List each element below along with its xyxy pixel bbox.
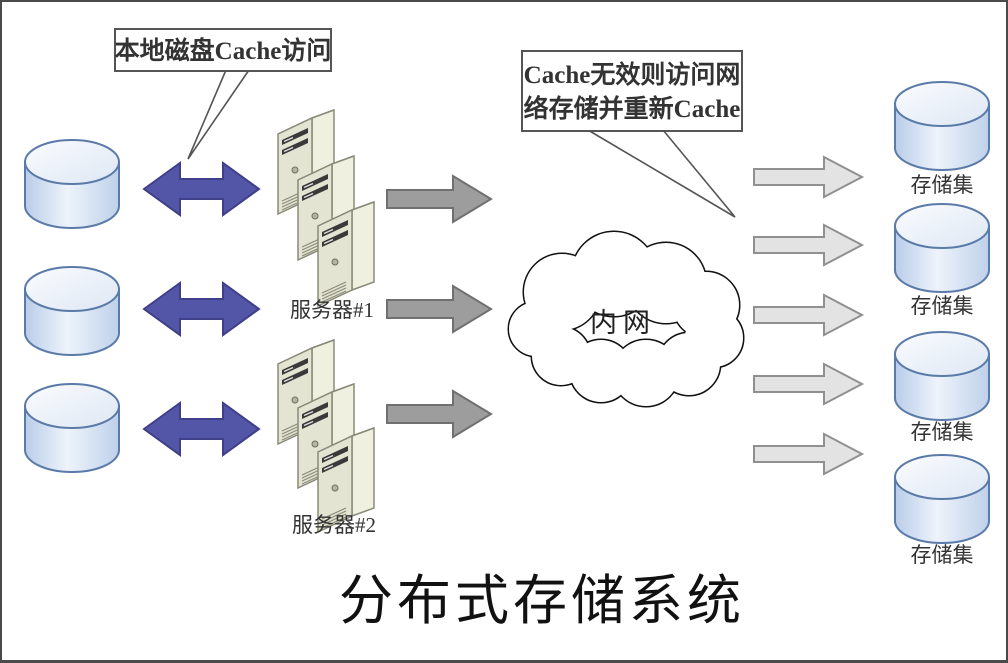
- local-disk-cylinder: [24, 383, 120, 473]
- server-to-cloud-arrow: [386, 390, 492, 438]
- cloud-to-storage-arrow: [753, 156, 863, 198]
- bidirectional-arrow: [143, 402, 260, 456]
- storage-set-cylinder: [894, 331, 990, 421]
- storage-set-label: 存储集: [911, 420, 974, 444]
- local-disk-cylinder: [24, 139, 120, 229]
- server-stack-1-label: 服务器#1: [290, 298, 374, 322]
- cloud-label: 内网: [590, 308, 656, 338]
- cloud-to-storage-arrow: [753, 294, 863, 336]
- callout-remote-cache-line2: 络存储并重新Cache: [524, 94, 741, 123]
- server-to-cloud-arrow: [386, 175, 492, 223]
- cloud-to-storage-arrow: [753, 433, 863, 475]
- storage-set-cylinder: [894, 203, 990, 293]
- storage-set-cylinder: [894, 454, 990, 544]
- server-to-cloud-arrow: [386, 285, 492, 333]
- server-stack-2-label: 服务器#2: [292, 513, 376, 537]
- server-stack-1: [277, 109, 375, 307]
- server-stack-2: [277, 339, 375, 533]
- callout-remote-cache-line1: Cache无效则访问网: [524, 60, 741, 89]
- storage-set-label: 存储集: [911, 543, 974, 567]
- intranet-cloud: 内网: [507, 230, 745, 408]
- callout-local-cache-text: 本地磁盘Cache访问: [115, 36, 332, 65]
- cloud-to-storage-arrow: [753, 224, 863, 266]
- diagram-title: 分布式存储系统: [339, 571, 745, 631]
- storage-set-label: 存储集: [911, 173, 974, 197]
- bidirectional-arrow: [143, 162, 260, 216]
- storage-set-cylinder: [894, 81, 990, 171]
- callout-local-cache: 本地磁盘Cache访问: [114, 28, 332, 160]
- storage-set-label: 存储集: [911, 294, 974, 318]
- local-disk-cylinder: [24, 266, 120, 356]
- callout-remote-cache: Cache无效则访问网 络存储并重新Cache: [521, 50, 743, 218]
- cloud-to-storage-arrow: [753, 363, 863, 405]
- bidirectional-arrow: [143, 282, 260, 336]
